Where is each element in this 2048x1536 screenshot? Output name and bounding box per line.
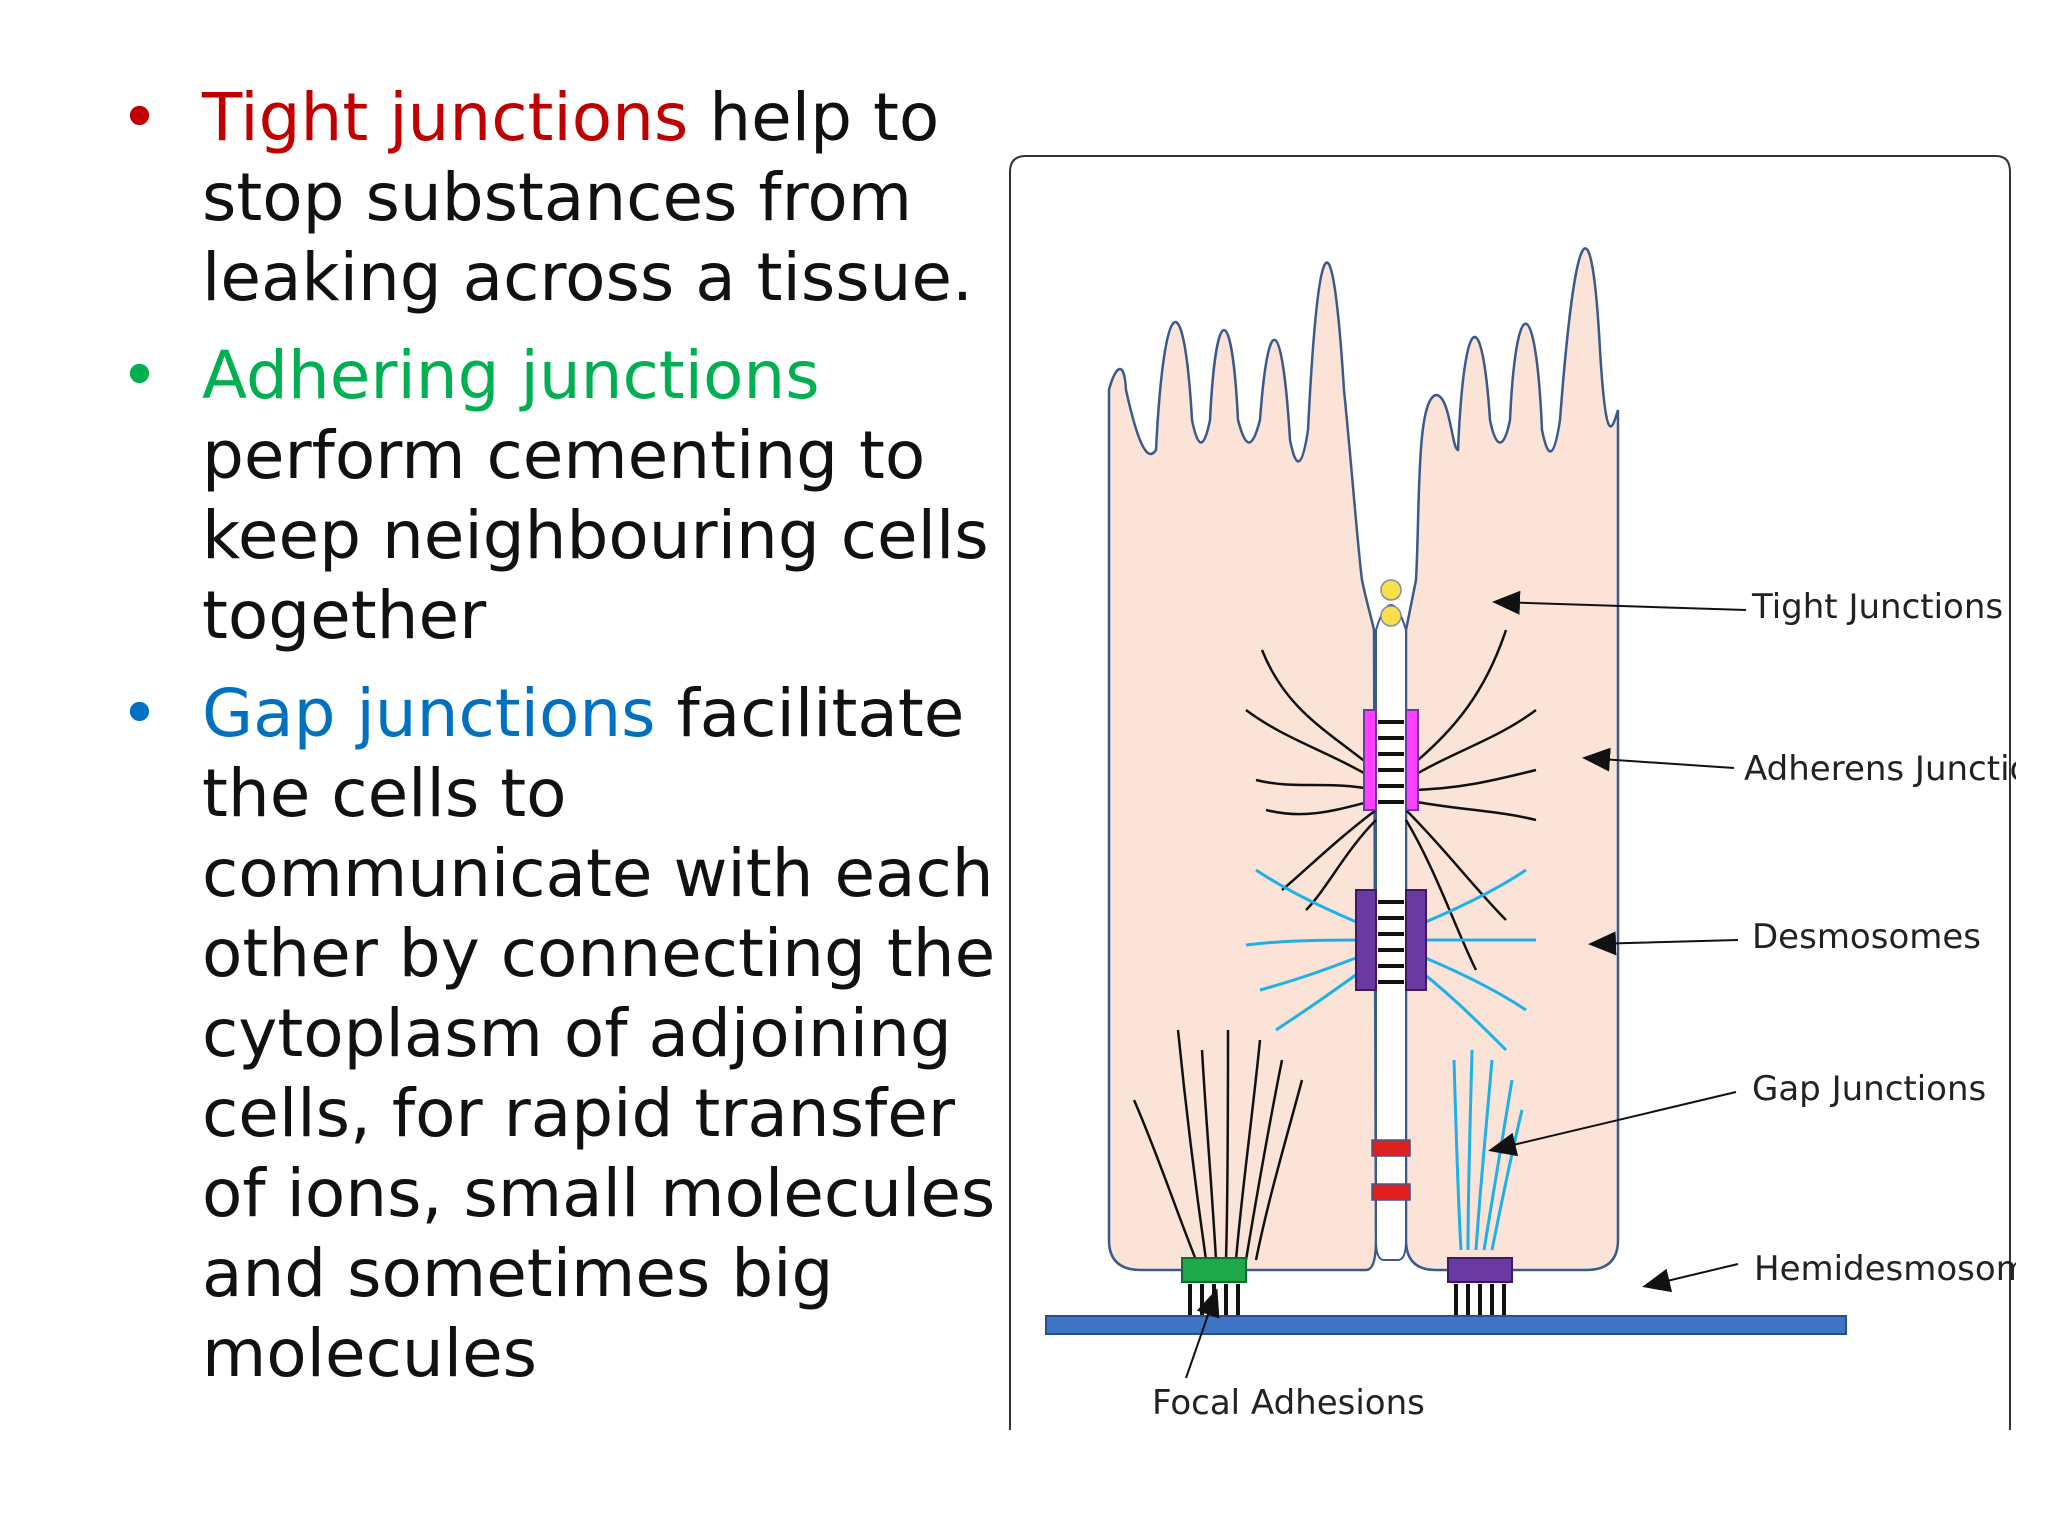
bullet-dot: •	[120, 675, 159, 752]
desmosome-plaque	[1405, 889, 1427, 991]
focal-adhesion-plaque	[1181, 1257, 1247, 1283]
bullet-gap-junctions: • Gap junctions facilitate the cells to …	[120, 674, 1000, 1394]
hemidesmosome-integrins	[1454, 1284, 1506, 1316]
text-gap-junctions: facilitate the cells to communicate with…	[202, 675, 996, 1392]
label-adherens-junctions: Adherens Junctions	[1744, 749, 2016, 789]
term-gap-junctions: Gap junctions	[202, 675, 656, 752]
right-cell	[1404, 247, 1620, 1272]
label-focal-adhesions: Focal Adhesions	[1152, 1383, 1425, 1423]
label-desmosomes: Desmosomes	[1752, 917, 1981, 957]
hemidesmosome-filaments	[1452, 1049, 1524, 1251]
bullet-list: • Tight junctions help to stop substance…	[120, 78, 1000, 1412]
bullet-adhering-junctions: • Adhering junctions perform cementing t…	[120, 336, 1000, 656]
label-arrows	[1185, 590, 1747, 1379]
cell-junction-diagram: Tight Junctions Adherens Junctions Desmo…	[1009, 155, 2016, 1430]
desmosome-plaque	[1355, 889, 1377, 991]
bullet-tight-junctions: • Tight junctions help to stop substance…	[120, 78, 1000, 318]
tight-junction-stars	[1380, 579, 1402, 627]
left-cell	[1107, 261, 1378, 1272]
text-tight-junctions: help to stop substances from leaking acr…	[202, 79, 974, 316]
diagram-frame	[1009, 155, 2011, 1430]
desmosome-links	[1378, 900, 1404, 984]
bullet-dot: •	[120, 337, 159, 414]
term-tight-junctions: Tight junctions	[202, 79, 689, 156]
text-adhering-junctions: perform cementing to keep neighbouring c…	[202, 417, 989, 654]
hemidesmosome-plaque	[1447, 1257, 1513, 1283]
label-hemidesmosomes: Hemidesmosomes	[1754, 1249, 2016, 1289]
adherens-junction-links	[1378, 720, 1404, 804]
adherens-junction-plaque	[1363, 709, 1377, 811]
adherens-junction-plaque	[1405, 709, 1419, 811]
gap-junction-channel	[1371, 1139, 1411, 1157]
bullet-dot: •	[120, 79, 159, 156]
gap-junction-channel	[1371, 1183, 1411, 1201]
label-tight-junctions: Tight Junctions	[1751, 587, 2003, 627]
basement-membrane	[1045, 1315, 1847, 1335]
term-adhering-junctions: Adhering junctions	[202, 337, 820, 414]
actin-filaments	[1245, 629, 1537, 971]
label-gap-junctions: Gap Junctions	[1752, 1069, 1986, 1109]
focal-adhesion-filaments	[1132, 1029, 1304, 1261]
